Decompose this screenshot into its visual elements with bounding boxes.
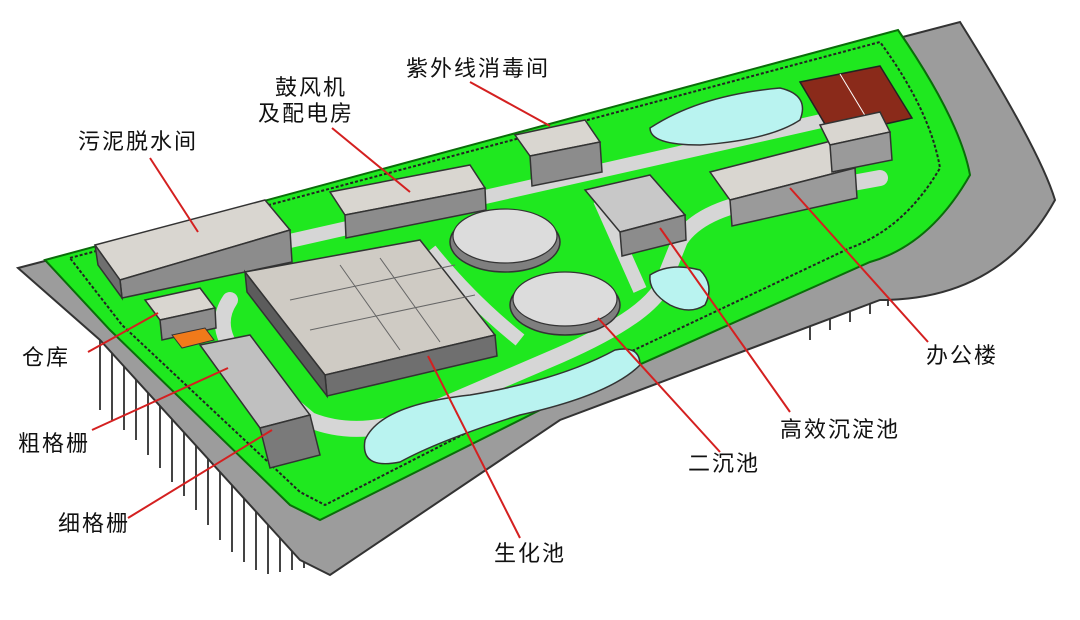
high-efficiency-sedimentation-tank xyxy=(583,174,687,257)
warehouse-building xyxy=(143,287,217,349)
label-biochemical-tank: 生化池 xyxy=(494,542,567,567)
biochemical-tank xyxy=(243,239,498,399)
sludge-dewatering-building xyxy=(93,199,293,301)
label-secondary-clarifier: 二沉池 xyxy=(688,452,761,477)
leader-coarse xyxy=(91,367,229,431)
label-fine-screen: 细格栅 xyxy=(58,512,131,537)
label-warehouse: 仓库 xyxy=(22,346,71,371)
secondary-clarifier-1 xyxy=(449,208,561,273)
secondary-clarifier-2 xyxy=(509,271,621,336)
leader-blower xyxy=(331,127,411,193)
site-fence xyxy=(68,40,942,507)
leader-clarifier xyxy=(597,317,721,453)
label-sludge-dewatering: 污泥脱水间 xyxy=(78,130,199,155)
label-high-efficiency-sedimentation: 高效沉淀池 xyxy=(780,418,901,443)
label-coarse-screen: 粗格栅 xyxy=(18,432,91,457)
label-office-building: 办公楼 xyxy=(926,344,999,369)
north-pond xyxy=(649,87,804,146)
leader-office xyxy=(789,187,929,343)
leader-lines xyxy=(87,81,929,539)
label-uv-disinfection: 紫外线消毒间 xyxy=(406,57,551,82)
leader-sludge xyxy=(149,157,199,233)
leader-uv xyxy=(469,81,551,127)
leader-biochemical xyxy=(427,355,521,539)
office-building xyxy=(708,111,893,227)
leader-sedimentation xyxy=(659,227,791,413)
leader-warehouse xyxy=(87,312,159,353)
label-blower-room-line1: 鼓风机 xyxy=(275,76,348,101)
screen-channels xyxy=(198,334,321,469)
leader-fine xyxy=(127,429,273,519)
uv-disinfection-building xyxy=(513,119,603,187)
label-blower-room-line2: 及配电房 xyxy=(258,102,355,127)
